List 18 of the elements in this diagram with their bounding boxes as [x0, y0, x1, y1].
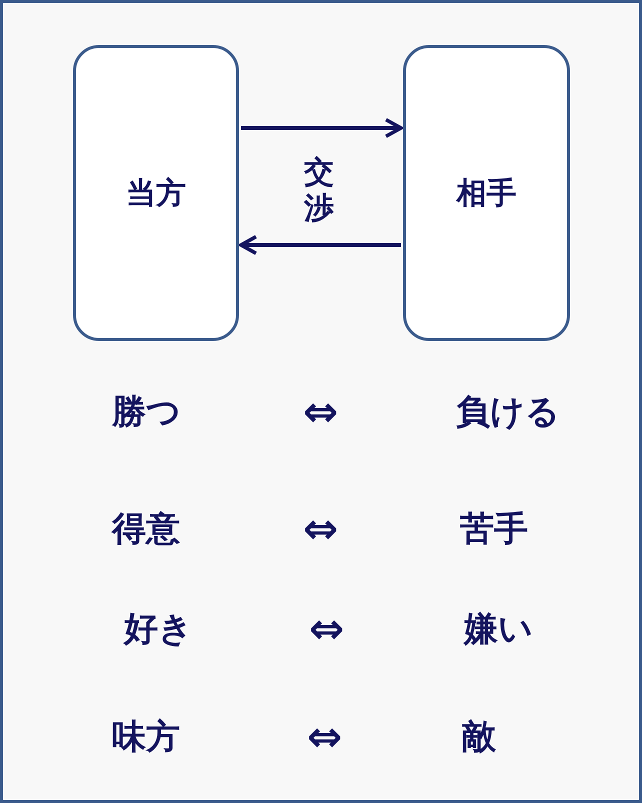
arrow [241, 118, 403, 138]
word-label: 味方 [112, 720, 180, 754]
word-label: 苦手 [460, 512, 528, 546]
word-label: 負ける [456, 395, 560, 429]
rounded-box [73, 45, 239, 341]
box-label: 相手 [456, 174, 516, 212]
double-arrow-symbol: ⇔ [307, 716, 342, 758]
double-arrow-symbol: ⇔ [309, 608, 344, 650]
double-arrow-symbol: ⇔ [303, 508, 338, 550]
word-label: 敵 [462, 720, 496, 754]
box-label: 当方 [126, 174, 186, 212]
double-arrow-symbol: ⇔ [303, 391, 338, 433]
word-label: 得意 [112, 512, 180, 546]
word-label: 勝つ [112, 395, 181, 429]
arrow [239, 234, 401, 256]
word-label: 好き [124, 612, 193, 646]
word-label: 嫌い [464, 612, 533, 646]
rounded-box [403, 45, 570, 341]
